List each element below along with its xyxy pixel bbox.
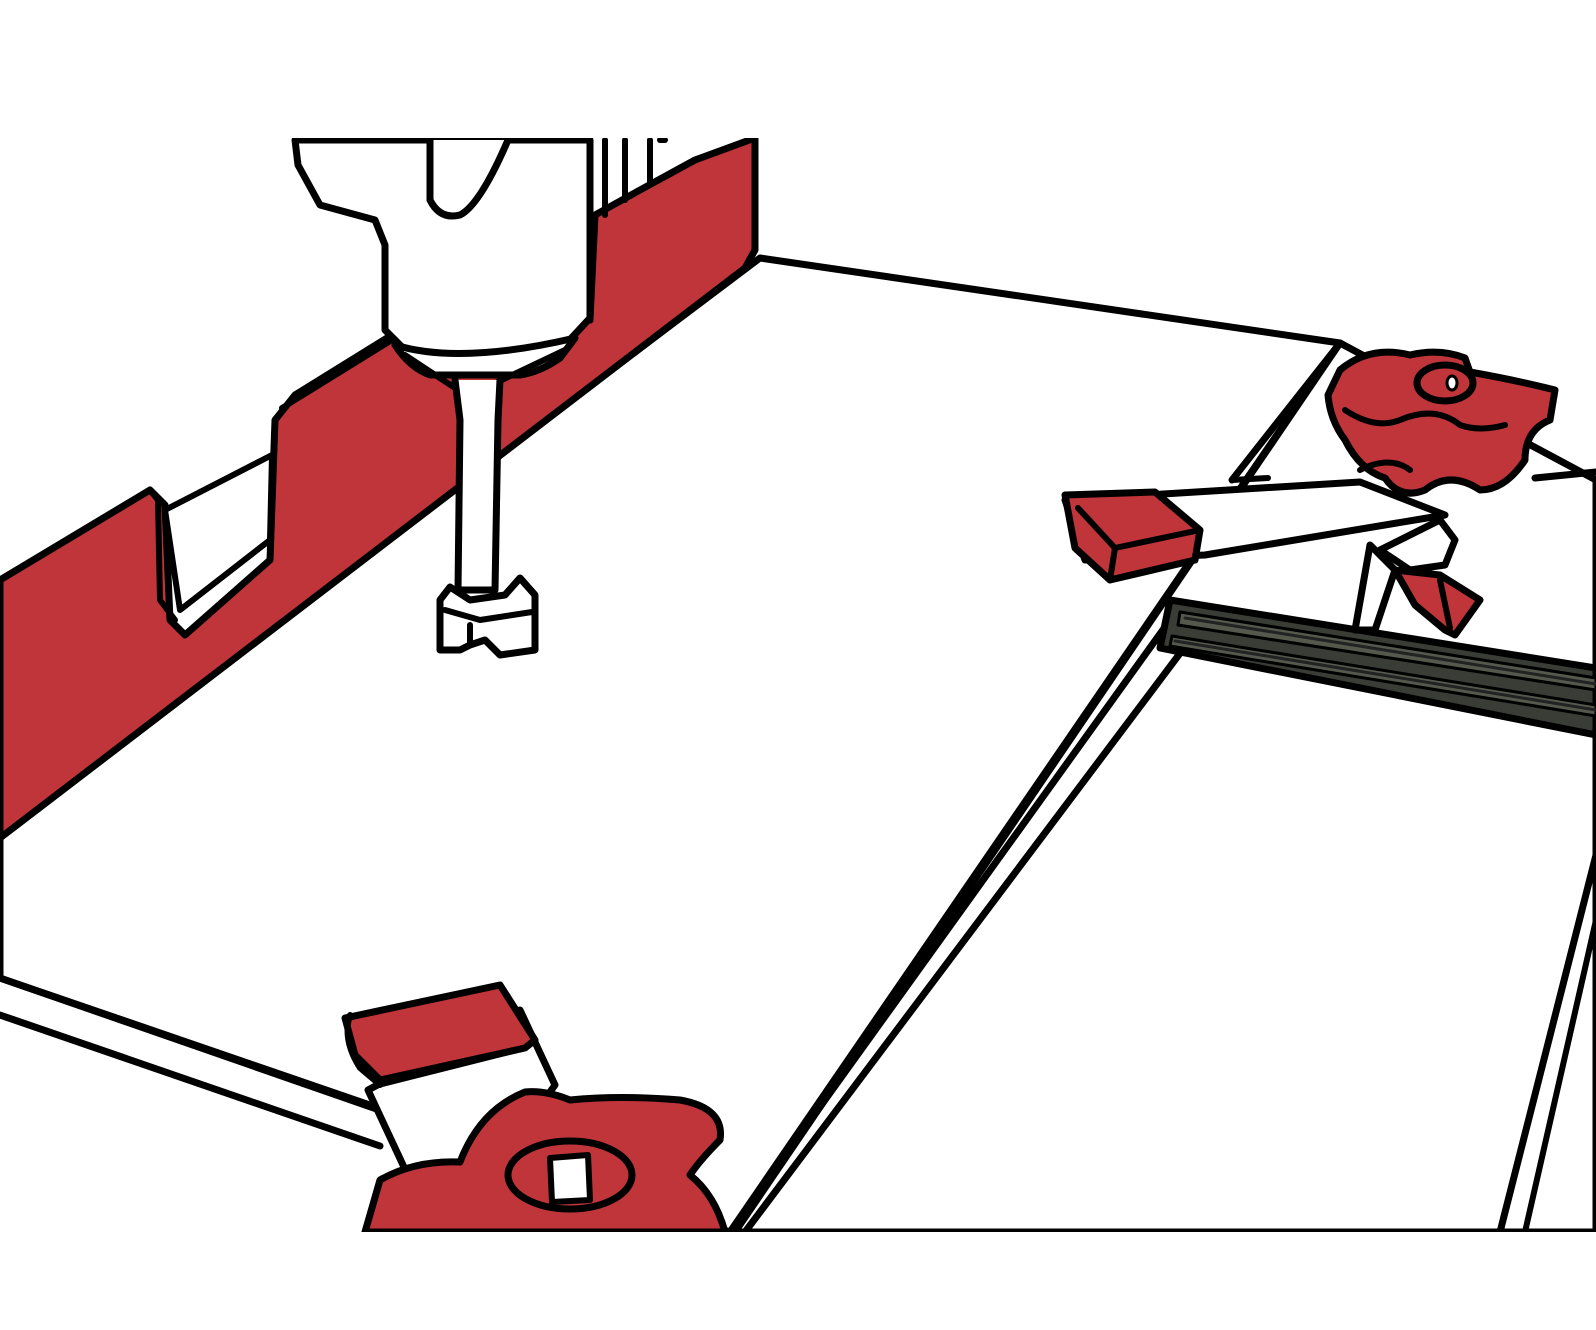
forstner-bit <box>436 376 539 659</box>
drill-body <box>291 136 594 391</box>
t-track-rail <box>1156 596 1596 739</box>
upper-frame-margin <box>0 0 1596 138</box>
lower-frame-margin <box>0 1232 1596 1330</box>
bottom-clamp <box>341 981 729 1236</box>
top-right-clamp <box>1061 348 1559 639</box>
